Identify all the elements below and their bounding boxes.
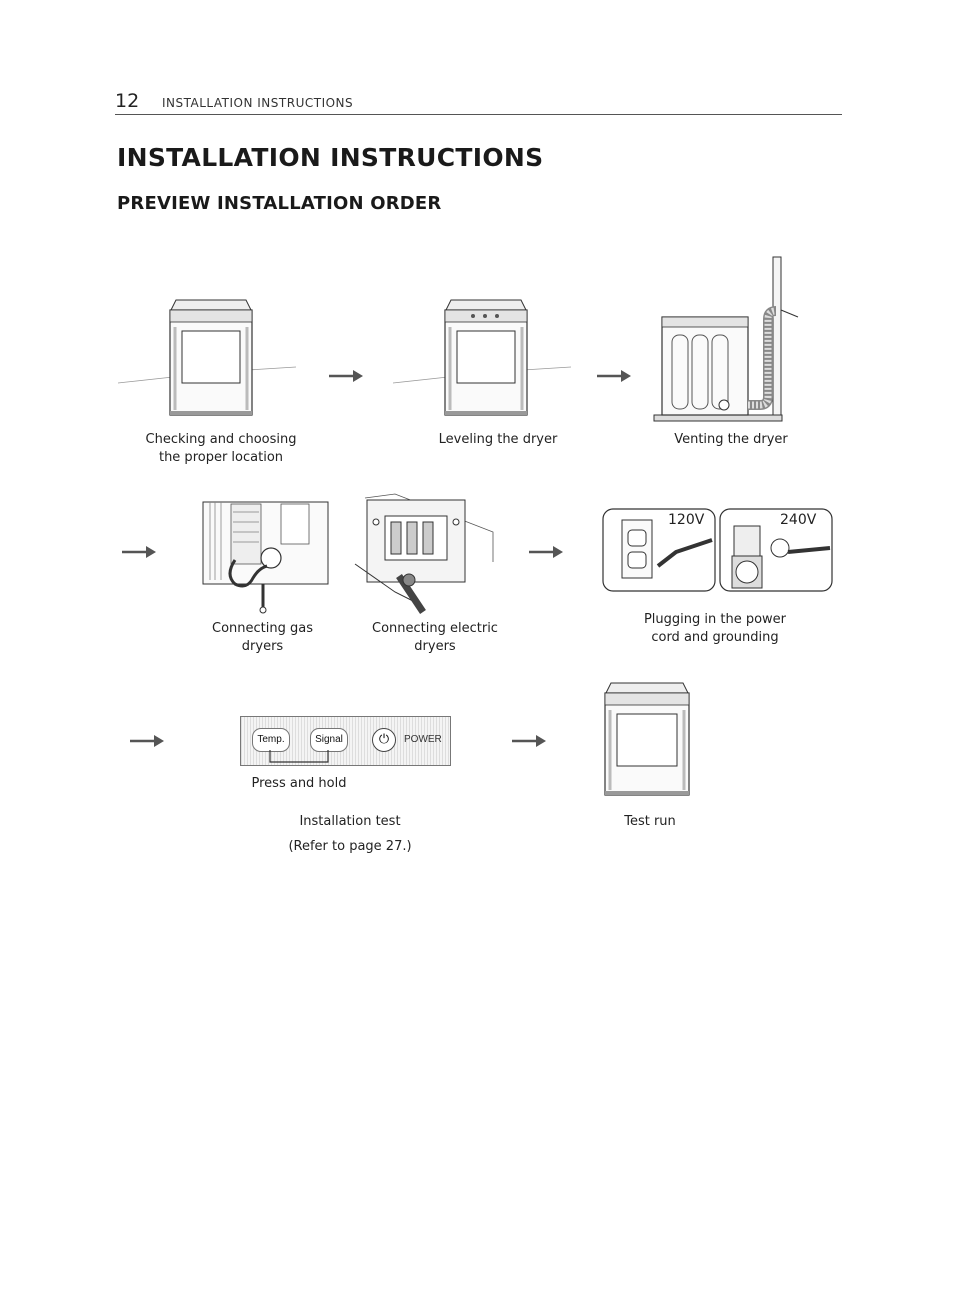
refer-page-note: (Refer to page 27.) <box>288 839 412 854</box>
vent-duct-illustration <box>653 256 799 422</box>
arrow-right-icon <box>130 735 164 747</box>
arrow-right-icon <box>529 546 563 558</box>
signal-button[interactable]: Signal <box>310 728 348 752</box>
page-number: 12 <box>115 90 140 112</box>
step-electric-caption: Connecting electric dryers <box>372 621 498 654</box>
header-rule <box>115 114 842 115</box>
voltage-120-label: 120V <box>668 512 705 528</box>
power-button-icon[interactable]: ⏻ <box>372 728 396 752</box>
dryer-location-illustration <box>117 299 297 416</box>
arrow-right-icon <box>122 546 156 558</box>
section-title: PREVIEW INSTALLATION ORDER <box>117 193 442 214</box>
power-label: POWER <box>404 734 442 745</box>
step-install-test-caption: Installation test <box>299 814 401 829</box>
dryer-test-run-illustration <box>604 682 690 796</box>
step-checking-caption: Checking and choosing the proper locatio… <box>145 432 297 465</box>
press-hold-caption: Press and hold <box>251 776 347 791</box>
step-leveling-caption: Leveling the dryer <box>438 432 558 447</box>
electric-connection-illustration <box>354 493 494 614</box>
temp-button[interactable]: Temp. <box>252 728 290 752</box>
running-header: INSTALLATION INSTRUCTIONS <box>162 96 354 110</box>
press-hold-bracket <box>269 750 329 763</box>
arrow-right-icon <box>597 370 631 382</box>
outlet-illustration <box>602 508 833 592</box>
step-test-run-caption: Test run <box>624 814 676 829</box>
arrow-right-icon <box>512 735 546 747</box>
arrow-right-icon <box>329 370 363 382</box>
gas-connection-illustration <box>202 501 329 614</box>
voltage-240-label: 240V <box>780 512 817 528</box>
step-venting-caption: Venting the dryer <box>674 432 788 447</box>
step-plugging-caption: Plugging in the power cord and grounding <box>643 612 787 645</box>
dryer-leveling-illustration <box>392 299 572 416</box>
step-gas-caption: Connecting gas dryers <box>212 621 313 654</box>
page-title: INSTALLATION INSTRUCTIONS <box>117 143 544 172</box>
